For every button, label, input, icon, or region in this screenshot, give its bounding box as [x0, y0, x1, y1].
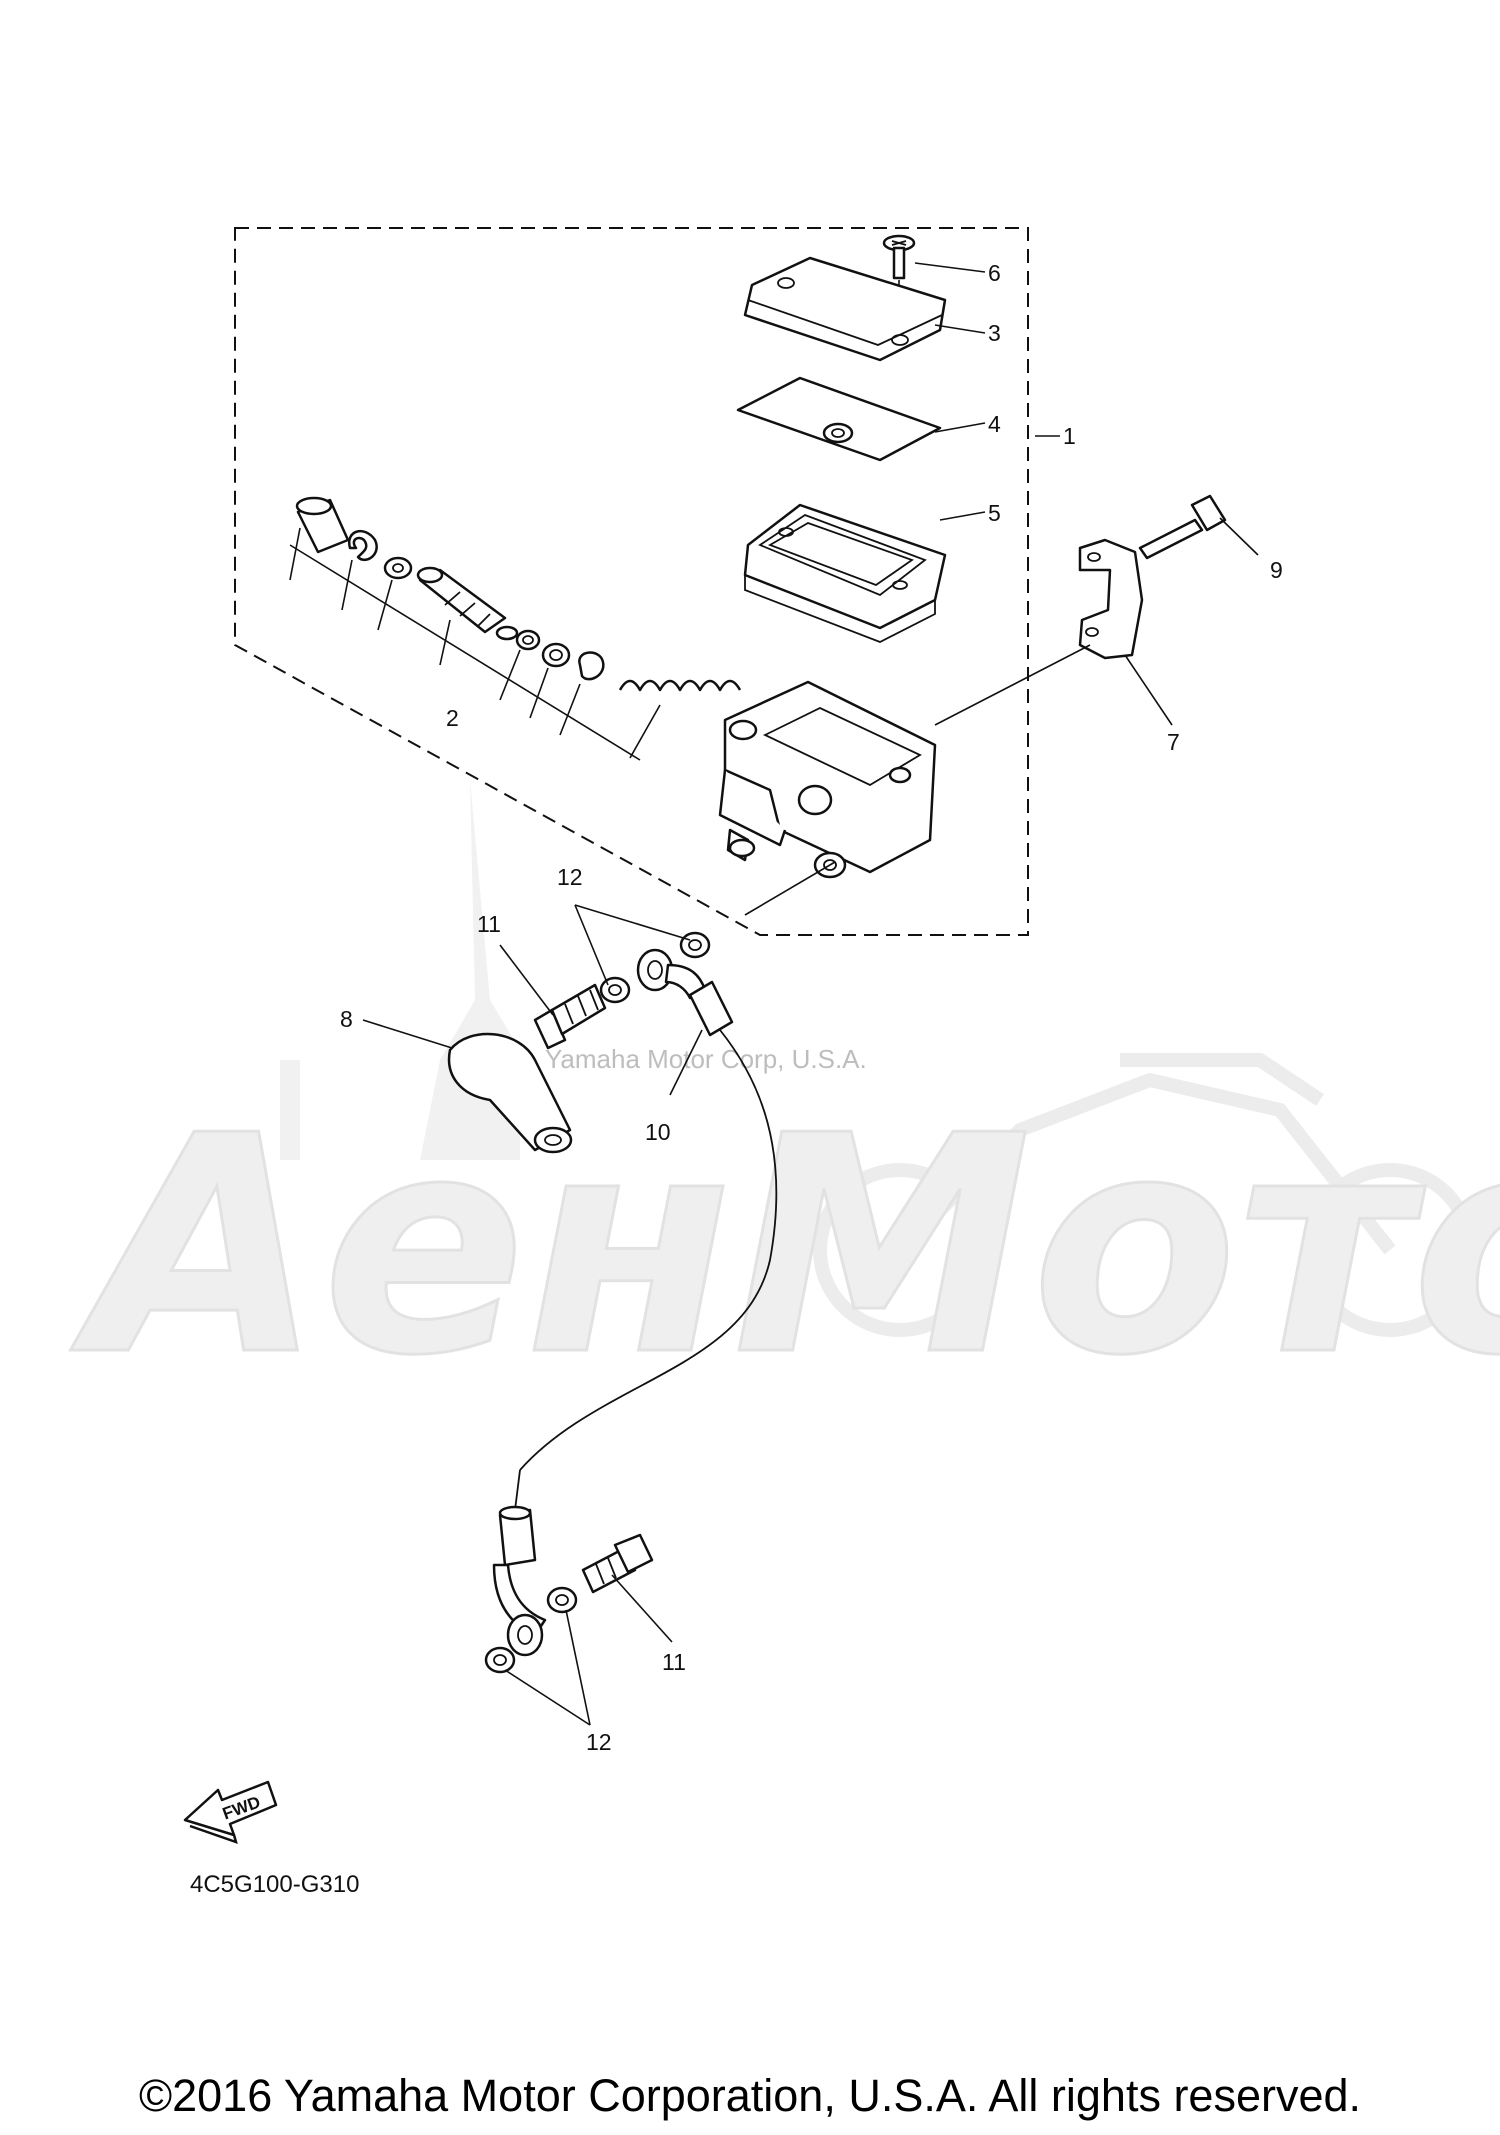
- diagram-code: 4C5G100-G310: [190, 1871, 359, 1898]
- callout-3: 3: [988, 320, 1001, 346]
- callout-12-upper: 12: [557, 864, 583, 890]
- callout-7: 7: [1167, 729, 1180, 755]
- watermark-logo: АенМото: [67, 1072, 1500, 1421]
- callout-4: 4: [988, 411, 1001, 437]
- diaphragm-part-5: [743, 503, 947, 643]
- callout-6: 6: [988, 260, 1001, 286]
- reservoir-cap-part-3: [743, 256, 947, 362]
- watermark-motorcycle-icon: [813, 1053, 1477, 1337]
- leader-lines: [362, 262, 1259, 1726]
- bolt-part-9: [1138, 494, 1227, 560]
- watermark-group: АенМото Yamaha Motor Corp, U.S.A.: [65, 780, 1500, 1423]
- callout-2: 2: [446, 705, 459, 731]
- clamp-part-7: [1078, 538, 1144, 660]
- callout-11-lower: 11: [662, 1649, 686, 1675]
- assembly-boundary: [234, 227, 1029, 936]
- callout-5: 5: [988, 500, 1001, 526]
- callout-9: 9: [1270, 557, 1283, 583]
- banjo-bolt-part-11-lower: [581, 1533, 654, 1594]
- watermark-text: Yamaha Motor Corp, U.S.A.: [545, 1044, 867, 1074]
- fwd-arrow: FWD: [183, 1780, 278, 1844]
- callout-1: 1: [1063, 423, 1076, 449]
- washers-part-12-lower: [484, 1586, 578, 1674]
- piston-kit-part-2: [289, 496, 742, 761]
- callout-8: 8: [340, 1006, 353, 1032]
- diaphragm-plate-part-4: [736, 376, 942, 462]
- fwd-arrow-icon: [183, 1780, 278, 1837]
- brake-hose-part-10: [492, 948, 778, 1657]
- banjo-bolt-part-11-upper: [533, 983, 607, 1050]
- callout-12-lower: 12: [586, 1729, 612, 1755]
- callout-10: 10: [645, 1119, 671, 1145]
- copyright-footer: ©2016 Yamaha Motor Corporation, U.S.A. A…: [138, 2070, 1362, 2121]
- rubber-cap-part-8: [447, 1032, 573, 1154]
- callout-labels: 1 2 3 4 5 6 7 8 9 10 11 11 12 12: [340, 260, 1283, 1755]
- callout-11-upper: 11: [477, 911, 501, 937]
- master-cylinder-body: [718, 680, 937, 879]
